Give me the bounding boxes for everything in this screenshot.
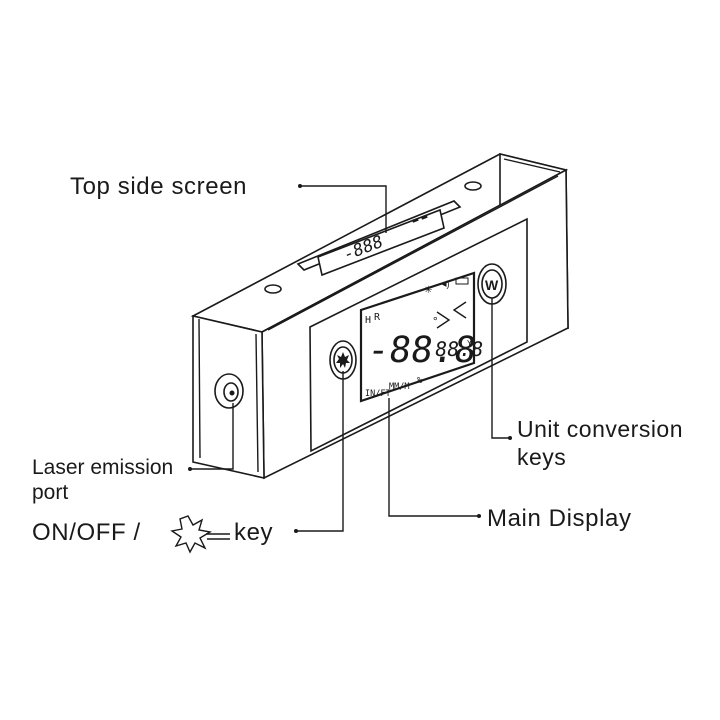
- display-indicator-r: R: [374, 312, 381, 323]
- display-degree-mark: °: [432, 315, 439, 328]
- leader-unit-key: [491, 298, 510, 439]
- top-hole-right: [464, 181, 482, 191]
- leader-top-side-screen: [300, 185, 387, 233]
- laser-burst-icon: [336, 352, 350, 368]
- display-unit-percent: %: [417, 376, 422, 386]
- main-display: H R ✳ ◂) -88.8 ° 88.8 Y IN/FT MM/M %: [359, 271, 485, 403]
- top-hole-left: [264, 284, 282, 294]
- unit-key-glyph: W: [485, 277, 499, 293]
- label-top-side-screen: Top side screen: [70, 173, 247, 200]
- label-laser-emission-line1: Laser emission: [32, 456, 173, 479]
- label-unit-conversion-line1: Unit conversion: [517, 416, 683, 442]
- label-unit-conversion-line2: keys: [517, 444, 566, 470]
- display-main-digits: -88.8: [365, 328, 479, 371]
- display-sub-digits: 88.8: [433, 337, 484, 361]
- angle-arrows-icon: [436, 301, 467, 329]
- label-on-off-suffix: key: [234, 519, 273, 546]
- battery-icon: [455, 277, 469, 285]
- sound-icon: ◂): [442, 279, 450, 289]
- laser-burst-label-icon: [170, 515, 212, 554]
- callout-lines: [188, 184, 512, 533]
- unit-conversion-key[interactable]: W: [477, 263, 507, 305]
- laser-emission-port: [214, 373, 244, 409]
- display-sub-unit: Y: [467, 339, 472, 348]
- display-unit-mm: MM/M: [389, 382, 409, 392]
- leader-on-off-key: [296, 371, 344, 532]
- label-on-off-prefix: ON/OFF /: [32, 519, 141, 546]
- leader-main-display: [388, 398, 479, 517]
- label-laser-emission-line2: port: [32, 481, 68, 504]
- laser-burst-label-rays: [206, 533, 230, 540]
- display-indicator-h: H: [365, 315, 371, 326]
- leader-laser-port: [190, 403, 234, 470]
- label-main-display: Main Display: [487, 505, 632, 532]
- sun-mark-icon: ✳: [424, 285, 432, 296]
- display-unit-infft: IN/FT: [365, 389, 391, 399]
